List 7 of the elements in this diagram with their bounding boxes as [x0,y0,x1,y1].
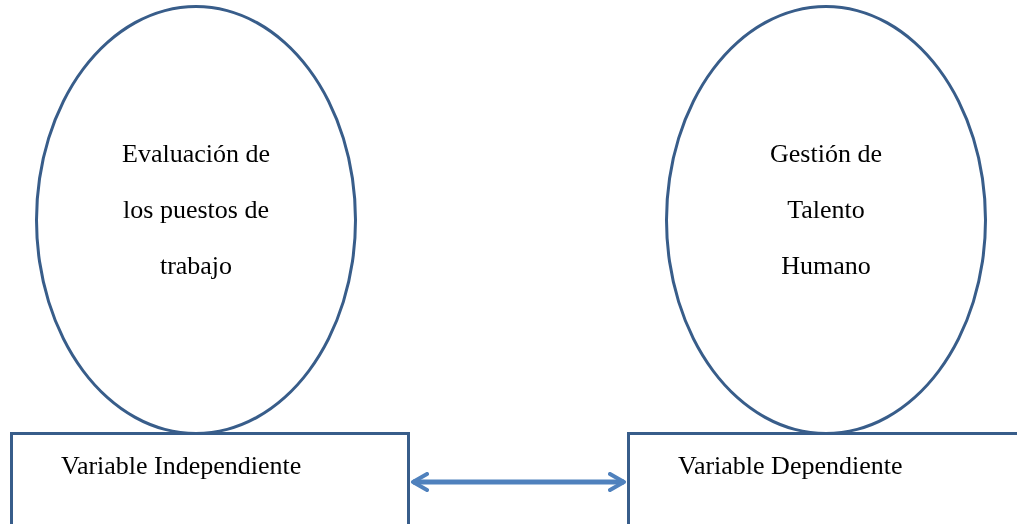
ellipse-label: Evaluación de los puestos de trabajo [121,138,271,282]
variable-box [627,432,1017,524]
variable-box [10,432,410,524]
box-label: Variable Dependiente [678,450,903,482]
box-label: Variable Independiente [61,450,302,482]
ellipse-label: Gestión de Talento Humano [769,138,883,282]
double-arrow [411,472,626,492]
